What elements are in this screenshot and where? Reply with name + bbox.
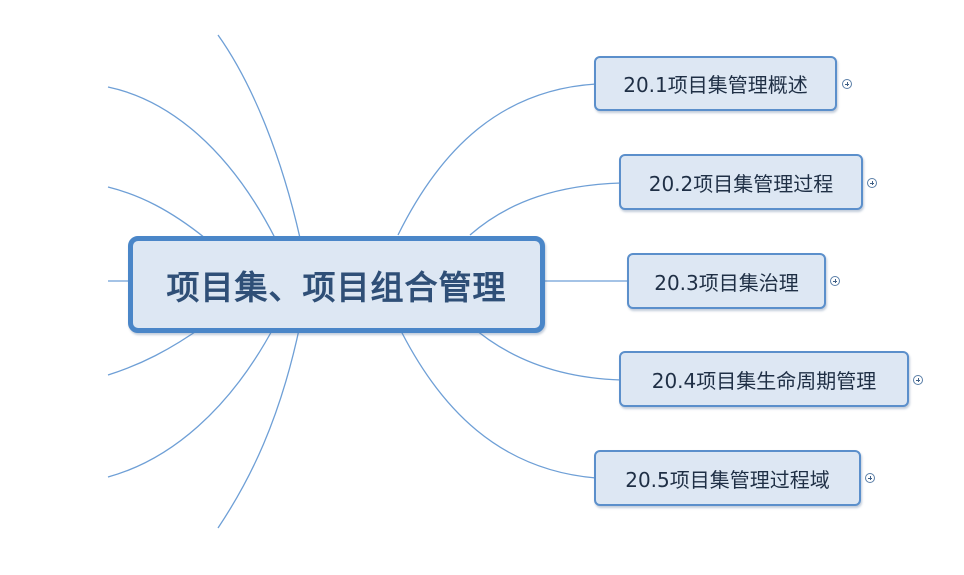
subtopic-label: 20.3项目集治理 (654, 270, 799, 295)
connector-left-3 (107, 186, 206, 239)
connector-left-2 (107, 86, 276, 239)
subtopic-20-1[interactable]: 20.1项目集管理概述 (594, 56, 837, 111)
subtopic-label: 20.1项目集管理概述 (623, 73, 808, 97)
connector-right-5 (397, 324, 597, 479)
subtopic-20-3[interactable]: 20.3项目集治理 (627, 253, 826, 309)
plus-circle-icon[interactable] (867, 178, 877, 188)
connector-right-4 (469, 324, 622, 381)
connector-left-7 (217, 324, 301, 529)
connector-left-1 (217, 34, 301, 239)
subtopic-label: 20.2项目集管理过程 (648, 171, 834, 196)
connector-left-6 (107, 324, 276, 478)
subtopic-label: 20.5项目集管理过程域 (625, 467, 830, 492)
subtopic-20-4[interactable]: 20.4项目集生命周期管理 (619, 351, 909, 407)
plus-circle-icon[interactable] (842, 79, 852, 89)
central-topic[interactable]: 项目集、项目组合管理 (128, 236, 545, 333)
connector-right-1 (397, 83, 597, 236)
subtopic-20-5[interactable]: 20.5项目集管理过程域 (594, 450, 861, 506)
plus-circle-icon[interactable] (865, 473, 875, 483)
subtopic-20-2[interactable]: 20.2项目集管理过程 (619, 154, 863, 210)
plus-circle-icon[interactable] (830, 276, 840, 286)
plus-circle-icon[interactable] (913, 375, 923, 385)
central-topic-label: 项目集、项目组合管理 (166, 267, 507, 307)
connector-right-2 (469, 182, 622, 236)
subtopic-label: 20.4项目集生命周期管理 (651, 368, 877, 393)
